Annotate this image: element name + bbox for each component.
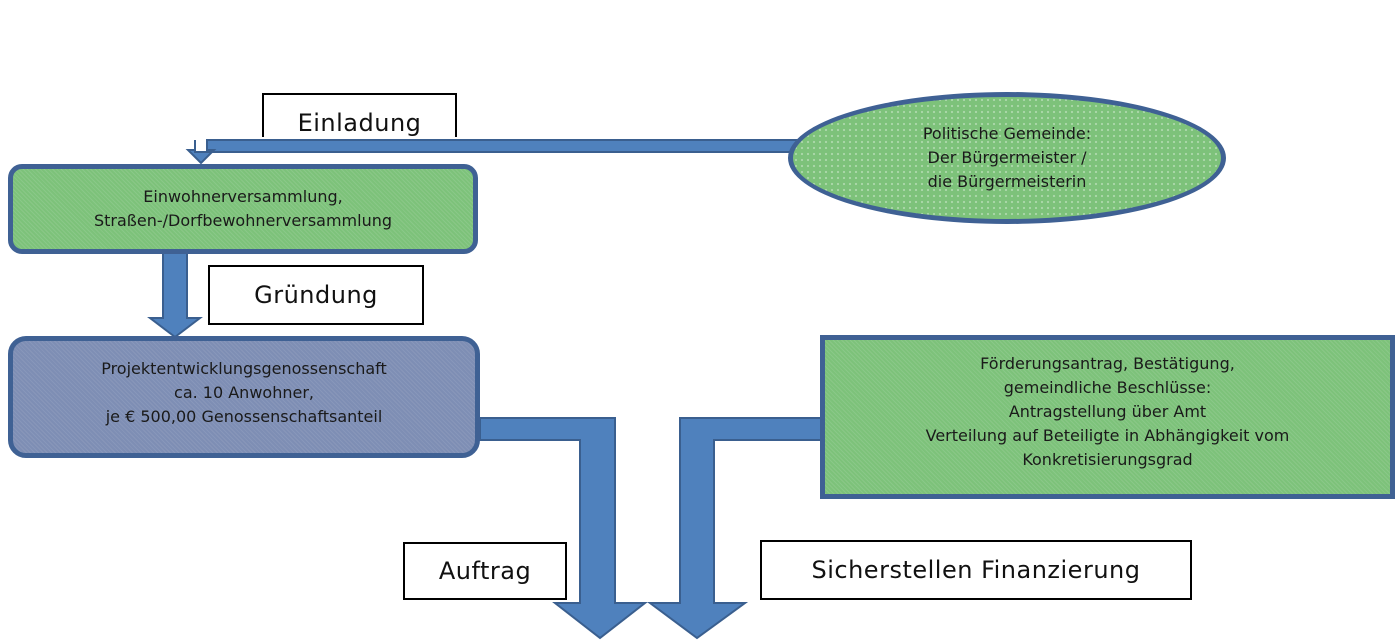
- arrow-auftrag: [479, 417, 648, 640]
- node-line: Konkretisierungsgrad: [1022, 450, 1193, 469]
- node-line: Verteilung auf Beteiligte in Abhängigkei…: [925, 426, 1290, 445]
- node-projektentwicklung: Projektentwicklungsgenossenschaft ca. 10…: [8, 336, 480, 458]
- label-gruendung: Gründung: [208, 265, 424, 325]
- node-einwohnerversammlung: Einwohnerversammlung, Straßen-/Dorfbewoh…: [8, 164, 478, 254]
- node-foerderung: Förderungsantrag, Bestätigung, gemeindli…: [820, 335, 1395, 499]
- node-line: Einwohnerversammlung,: [143, 187, 343, 206]
- node-politische-gemeinde: Politische Gemeinde: Der Bürgermeister /…: [788, 92, 1226, 224]
- arrow-einladung: [185, 139, 801, 165]
- label-auftrag: Auftrag: [403, 542, 567, 600]
- arrow-finanzierung: [646, 417, 823, 640]
- node-line: je € 500,00 Genossenschaftsanteil: [105, 407, 383, 426]
- node-line: Politische Gemeinde:: [922, 124, 1092, 143]
- node-line: die Bürgermeisterin: [927, 172, 1087, 191]
- node-line: Straßen-/Dorfbewohnerversammlung: [93, 211, 393, 230]
- node-line: Projektentwicklungsgenossenschaft: [101, 359, 387, 378]
- node-line: Antragstellung über Amt: [1008, 402, 1207, 421]
- node-line: Förderungsantrag, Bestätigung,: [980, 354, 1235, 373]
- node-line: Der Bürgermeister /: [927, 148, 1087, 167]
- arrow-gruendung: [147, 251, 203, 339]
- node-line: ca. 10 Anwohner,: [174, 383, 314, 402]
- node-line: gemeindliche Beschlüsse:: [1003, 378, 1212, 397]
- label-finanzierung: Sicherstellen Finanzierung: [760, 540, 1192, 600]
- label-einladung: Einladung: [262, 93, 457, 137]
